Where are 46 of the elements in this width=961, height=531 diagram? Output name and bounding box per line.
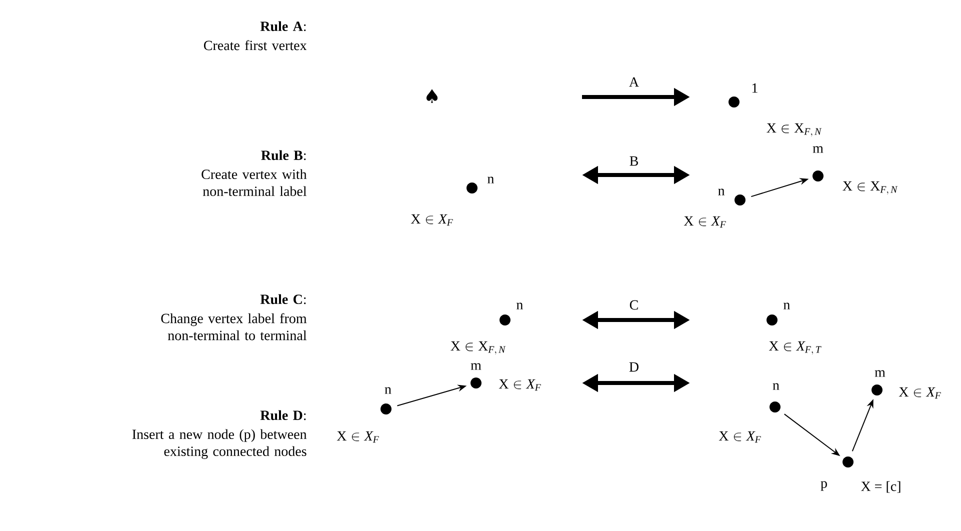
rule-text: Create vertex with non-terminal label — [202, 169, 307, 196]
set-formula: $\mathrm{X} \in X_{F}$ — [498, 379, 541, 391]
vertex-dot — [466, 182, 478, 194]
vertex-dot — [470, 378, 482, 388]
rule-letter: A — [628, 76, 640, 88]
vertex-name: 1 — [752, 83, 758, 93]
vertex-dot — [842, 456, 854, 468]
set-formula: $\mathrm{X} \in X_{F}$ — [718, 431, 761, 443]
spade-symbol: ♠ — [426, 89, 438, 103]
vertex-dot — [770, 402, 780, 412]
vertex-name: n — [488, 176, 494, 184]
set-formula: $\mathrm{X} \in X_{F}$ — [336, 431, 379, 443]
rule-text: Create first vertex — [204, 40, 307, 50]
set-formula: $\mathrm{X} \in \mathrm{X}_{F,\,N}$ — [842, 181, 898, 195]
set-formula: $\mathrm{X} \in X_{F}$ — [684, 216, 726, 228]
set-formula: $\mathrm{X} \in \mathrm{X}_{F,\,N}$ — [766, 123, 822, 137]
vertex-dot — [380, 404, 392, 414]
vertex-name: p — [820, 481, 827, 491]
vertex-name: n — [784, 302, 790, 310]
vertex-name: n — [718, 188, 725, 196]
vertex-dot — [872, 384, 882, 396]
rule-text: Change vertex label from non-terminal to terminal — [161, 313, 307, 340]
vertex-name: m — [812, 146, 824, 153]
rule-letter: C — [628, 299, 640, 311]
set-formula: $\mathrm{X} \in \mathrm{X}_{F,\,N}$ — [450, 341, 506, 355]
vertex-dot — [500, 314, 510, 326]
vertex-name: n — [516, 302, 523, 310]
set-formula: $\mathrm{X} \in X_{F}$ — [410, 214, 453, 226]
rule-letter: D — [628, 361, 640, 373]
vertex-dot — [728, 96, 740, 108]
set-formula: $\mathrm{X} \in X_{F}$ — [898, 387, 941, 399]
vertex-dot — [766, 314, 778, 326]
rule-text: Rule C: — [260, 294, 306, 304]
rule-text: Insert a new node (p) between existing connected nodes — [132, 429, 307, 459]
rule-text: Rule A: — [260, 21, 306, 32]
rule-text: Rule B: — [261, 150, 306, 160]
vertex-name: m — [470, 363, 482, 370]
set-formula: $\mathrm{X} \in X_{F,\,T}$ — [769, 341, 822, 355]
vertex-name: n — [772, 383, 780, 390]
vertex-name: n — [384, 387, 392, 394]
rule-text: Rule D: — [260, 410, 306, 420]
set-formula: X = [c] — [861, 481, 900, 493]
vertex-dot — [812, 170, 824, 182]
rule-letter: B — [628, 155, 640, 167]
vertex-dot — [734, 194, 746, 206]
vertex-name: m — [874, 370, 886, 377]
